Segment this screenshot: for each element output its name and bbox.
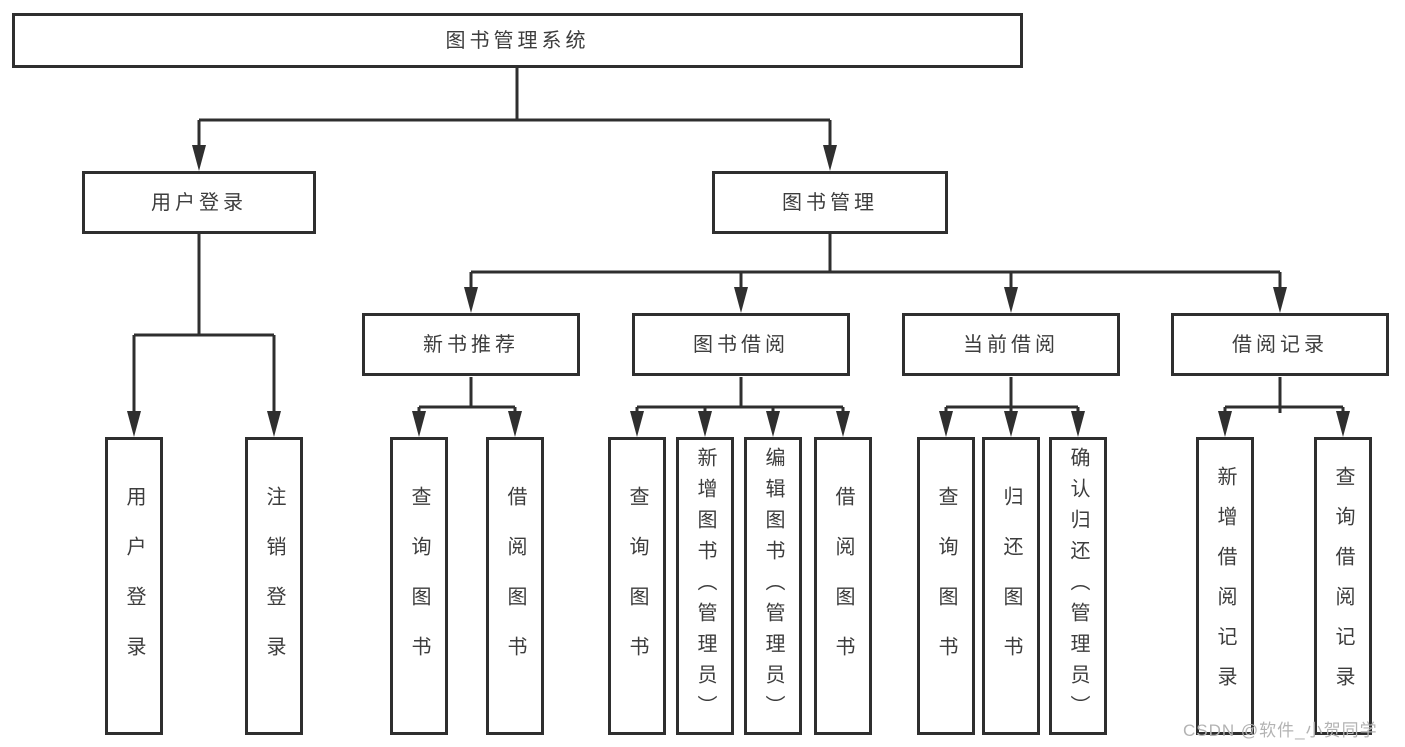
- arrowhead-icon: [267, 411, 281, 437]
- arrowhead-icon: [412, 411, 426, 437]
- node-label: 查询借阅记录: [1332, 466, 1354, 706]
- arrowhead-icon: [1273, 287, 1287, 313]
- leaf-edit-book-admin: 编辑图书（管理员）: [744, 437, 802, 735]
- arrowhead-icon: [127, 411, 141, 437]
- node-label: 新增借阅记录: [1214, 466, 1236, 706]
- node-label: 查询图书: [408, 486, 430, 686]
- leaf-logout: 注销登录: [245, 437, 303, 735]
- node-label: 借阅图书: [504, 486, 526, 686]
- node-label: 图书管理: [782, 191, 878, 214]
- node-library-management-system: 图书管理系统: [12, 13, 1023, 68]
- arrowhead-icon: [464, 287, 478, 313]
- arrowhead-icon: [698, 411, 712, 437]
- leaf-user-login: 用户登录: [105, 437, 163, 735]
- node-label: 用户登录: [151, 191, 247, 214]
- node-label: 新增图书（管理员）: [694, 446, 716, 726]
- arrowhead-icon: [1004, 287, 1018, 313]
- node-new-book-recommendation: 新书推荐: [362, 313, 580, 376]
- node-label: 注销登录: [263, 486, 285, 686]
- node-label: 图书借阅: [693, 333, 789, 356]
- node-label: 查询图书: [626, 486, 648, 686]
- arrowhead-icon: [836, 411, 850, 437]
- node-label: 确认归还（管理员）: [1067, 446, 1089, 726]
- arrowhead-icon: [1336, 411, 1350, 437]
- arrowhead-icon: [939, 411, 953, 437]
- arrowhead-icon: [630, 411, 644, 437]
- leaf-query-borrow-record: 查询借阅记录: [1314, 437, 1372, 735]
- leaf-query-books-2: 查询图书: [608, 437, 666, 735]
- arrowhead-icon: [1071, 411, 1085, 437]
- node-current-borrowing: 当前借阅: [902, 313, 1120, 376]
- arrowhead-icon: [823, 145, 837, 171]
- arrowhead-icon: [508, 411, 522, 437]
- node-borrowing-records: 借阅记录: [1171, 313, 1389, 376]
- leaf-return-book: 归还图书: [982, 437, 1040, 735]
- node-book-management: 图书管理: [712, 171, 948, 234]
- node-label: 当前借阅: [963, 333, 1059, 356]
- node-book-borrowing: 图书借阅: [632, 313, 850, 376]
- leaf-add-borrow-record: 新增借阅记录: [1196, 437, 1254, 735]
- node-label: 新书推荐: [423, 333, 519, 356]
- leaf-borrow-books-1: 借阅图书: [486, 437, 544, 735]
- node-label: 借阅图书: [832, 486, 854, 686]
- node-user-login: 用户登录: [82, 171, 316, 234]
- node-label: 归还图书: [1000, 486, 1022, 686]
- watermark: CSDN @软件_小贺同学: [1183, 721, 1378, 740]
- node-label: 查询图书: [935, 486, 957, 686]
- node-label: 用户登录: [123, 486, 145, 686]
- leaf-query-books-3: 查询图书: [917, 437, 975, 735]
- arrowhead-icon: [766, 411, 780, 437]
- arrowhead-icon: [192, 145, 206, 171]
- arrowhead-icon: [734, 287, 748, 313]
- arrowhead-icon: [1218, 411, 1232, 437]
- leaf-query-books-1: 查询图书: [390, 437, 448, 735]
- leaf-confirm-return-admin: 确认归还（管理员）: [1049, 437, 1107, 735]
- node-label: 借阅记录: [1232, 333, 1328, 356]
- leaf-borrow-books-2: 借阅图书: [814, 437, 872, 735]
- node-label: 编辑图书（管理员）: [762, 446, 784, 726]
- leaf-add-book-admin: 新增图书（管理员）: [676, 437, 734, 735]
- arrowhead-icon: [1004, 411, 1018, 437]
- node-label: 图书管理系统: [445, 29, 590, 52]
